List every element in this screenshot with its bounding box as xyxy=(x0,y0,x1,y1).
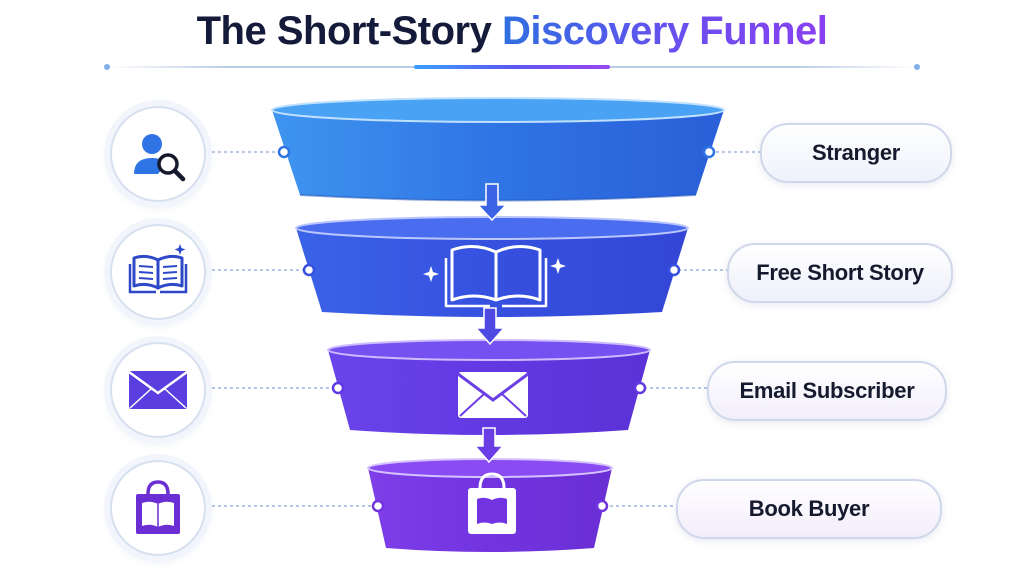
open-book-icon xyxy=(128,244,188,294)
icon-circle-book-buyer xyxy=(110,460,206,556)
stage-label-stranger: Stranger xyxy=(760,123,952,183)
stage-label-free-short-story: Free Short Story xyxy=(727,243,953,303)
sparkle-icon xyxy=(174,244,186,255)
stage-dot xyxy=(702,145,716,159)
stage-dot xyxy=(667,263,681,277)
divider-end-dot xyxy=(104,64,110,70)
down-arrow-icon xyxy=(476,183,508,222)
stage-dot xyxy=(595,499,609,513)
icon-circle-stranger xyxy=(110,106,206,202)
stage-label-email-subscriber: Email Subscriber xyxy=(707,361,947,421)
user-search-icon xyxy=(134,134,186,182)
icon-circle-email xyxy=(110,342,206,438)
icon-circle-free-story xyxy=(110,224,206,320)
stage-dot xyxy=(277,145,291,159)
envelope-icon xyxy=(128,370,188,409)
stage-dot xyxy=(331,381,345,395)
title-part-highlight: Discovery Funnel xyxy=(501,9,828,53)
stage-label-book-buyer: Book Buyer xyxy=(676,479,942,539)
page-title: The Short-Story Discovery Funnel xyxy=(0,6,1024,56)
open-book-icon xyxy=(444,245,548,308)
title-divider-accent xyxy=(414,65,610,69)
shopping-bag-book-icon xyxy=(136,480,180,534)
down-arrows xyxy=(473,183,508,464)
envelope-icon xyxy=(457,372,529,418)
funnel-stage-2 xyxy=(295,216,689,317)
shopping-bag-book-icon xyxy=(468,472,516,534)
stage-dot xyxy=(302,263,316,277)
sparkle-icon xyxy=(423,258,566,282)
down-arrow-icon xyxy=(473,427,505,464)
funnel-stage-1 xyxy=(271,97,725,202)
stage-dot xyxy=(371,499,385,513)
title-part-main: The Short-Story xyxy=(196,9,502,53)
stage-dot xyxy=(633,381,647,395)
divider-end-dot xyxy=(914,64,920,70)
down-arrow-icon xyxy=(474,307,506,346)
